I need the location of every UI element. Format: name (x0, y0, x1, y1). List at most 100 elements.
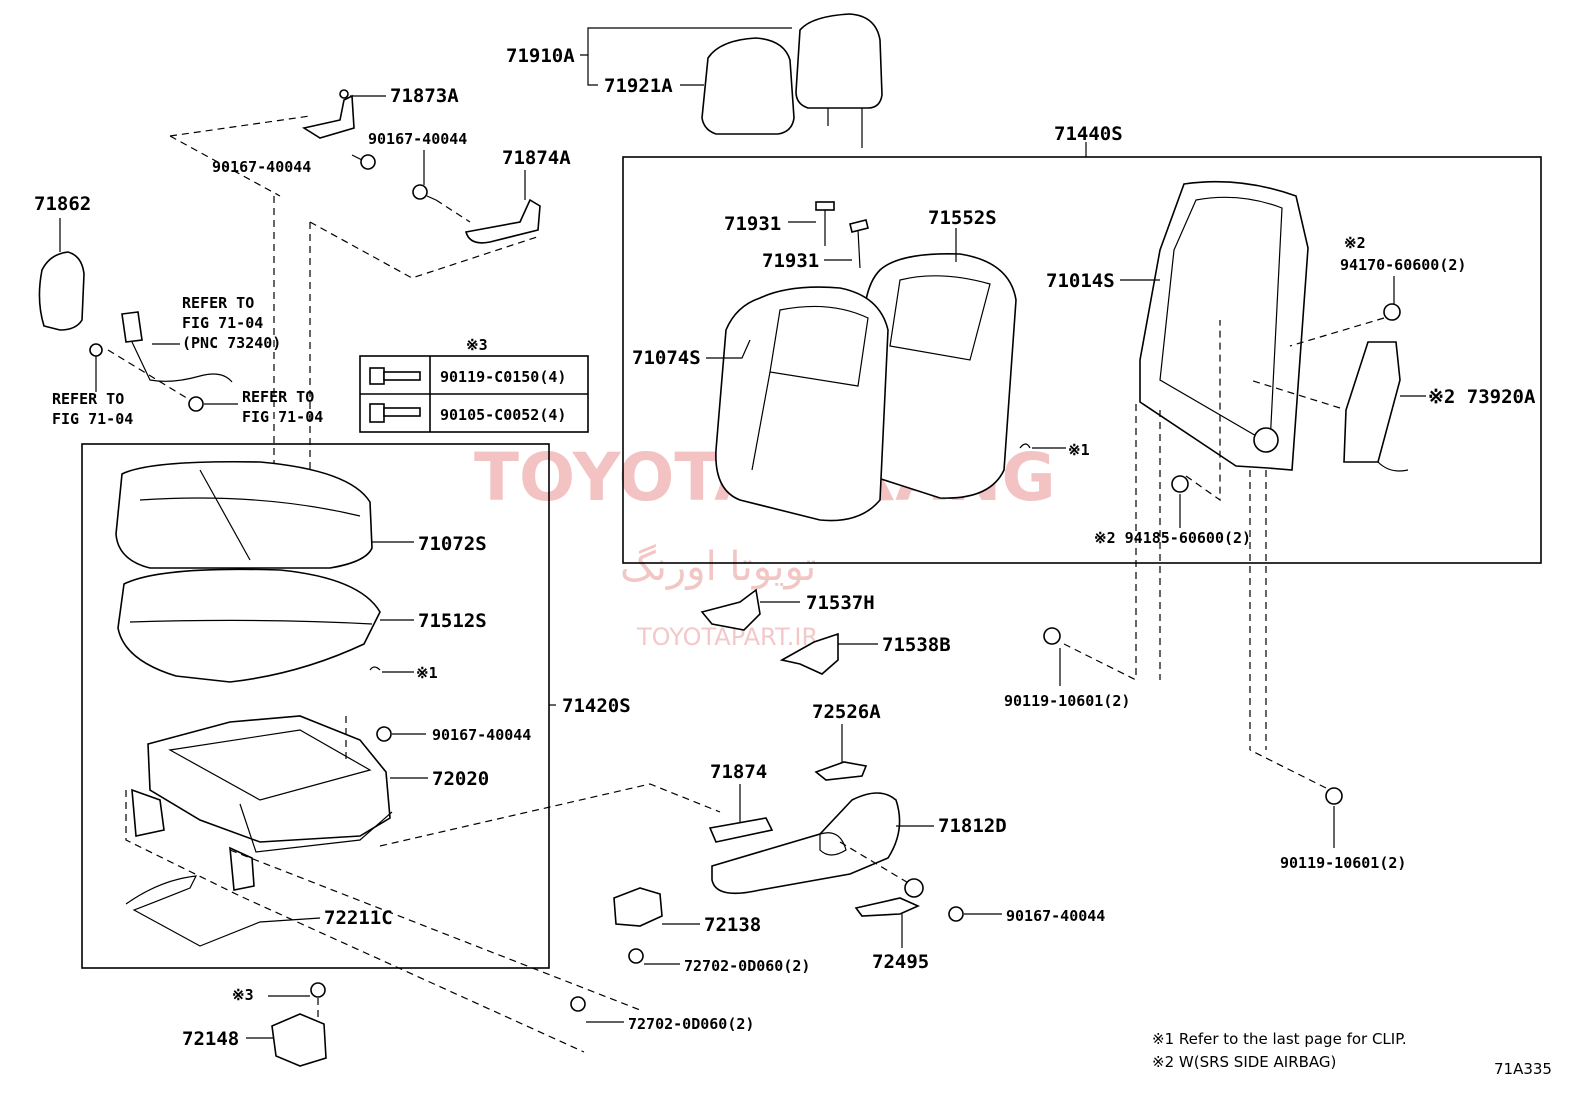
refer-fig-3-line2: FIG 71-04 (242, 408, 323, 426)
label-71420S: 71420S (562, 695, 631, 717)
label-71440S: 71440S (1054, 123, 1123, 145)
label-72138: 72138 (704, 914, 761, 936)
refer-fig-2-line2: FIG 71-04 (52, 410, 133, 428)
label-71552S: 71552S (928, 207, 997, 229)
knob-icon (904, 878, 924, 898)
bolt-icon (310, 982, 326, 998)
nut-icon (89, 343, 103, 357)
bolt-icon (412, 184, 428, 200)
label-71862: 71862 (34, 193, 91, 215)
footnote-1: ※1 Refer to the last page for CLIP. (1152, 1030, 1407, 1048)
cushion-pad-71512S (117, 568, 381, 683)
buckle-group (38, 218, 238, 412)
cover-72495 (854, 897, 920, 917)
nut-icon (188, 396, 204, 412)
shield-71812D (711, 792, 901, 895)
label-72211C: 72211C (324, 907, 393, 929)
label-clip1-top: ※1 (1068, 441, 1090, 459)
cover-71538B (779, 632, 839, 675)
label-72148: 72148 (182, 1028, 239, 1050)
label-94170-60600: 94170-60600(2) (1340, 256, 1466, 274)
watermark-persian: تویوتا اورنگ (620, 544, 816, 590)
label-71538B: 71538B (882, 634, 951, 656)
label-71014S: 71014S (1046, 270, 1115, 292)
headrest-group (580, 13, 883, 148)
rail-bracket (131, 788, 165, 837)
cushion-assembly-frame (81, 443, 550, 969)
bolt-icon (948, 906, 964, 922)
refer-fig-3-line1: REFER TO (242, 388, 314, 406)
clip-icon (369, 666, 381, 671)
pin-71931-b (824, 219, 869, 269)
label-clip1-bottom: ※1 (416, 664, 438, 682)
label-73920A: ※2 73920A (1428, 386, 1536, 408)
refer-fig-1-line3: (PNC 73240) (182, 334, 281, 352)
label-71072S: 71072S (418, 533, 487, 555)
label-90119-10601-a: 90119-10601(2) (1004, 692, 1130, 710)
label-94185-60600: ※2 94185-60600(2) (1094, 529, 1251, 547)
bolt-icon (369, 367, 421, 385)
seatback-group (706, 142, 1426, 750)
bolt-icon (628, 948, 644, 964)
bolt-icon (376, 726, 392, 742)
bracket-72138 (613, 887, 663, 927)
label-90167-40044-c: 90167-40044 (432, 726, 531, 744)
label-mark3-bottom: ※3 (232, 986, 254, 1004)
table-mark: ※3 (466, 336, 488, 354)
rail-bracket (229, 846, 255, 891)
table-row-1: 90119-C0150(4) (440, 368, 566, 386)
bracket-72148-group (246, 982, 327, 1067)
label-71931-a: 71931 (724, 213, 781, 235)
cover-72526A (814, 761, 868, 781)
cushion-group (115, 460, 721, 1053)
table-row-2: 90105-C0052(4) (440, 406, 566, 424)
side-airbag-73920A (1343, 341, 1401, 463)
label-71074S: 71074S (632, 347, 701, 369)
seatback-frame-71014S (1139, 180, 1309, 471)
bolt-icon (369, 403, 421, 423)
cushion-cover-71072S (115, 460, 373, 569)
refer-fig-1-line1: REFER TO (182, 294, 254, 312)
nut-icon (1171, 475, 1189, 493)
label-71537H: 71537H (806, 592, 875, 614)
bolt-icon (1325, 787, 1343, 805)
label-90167-40044-b: 90167-40044 (212, 158, 311, 176)
headrest-front (701, 37, 795, 135)
refer-fig-2-line1: REFER TO (52, 390, 124, 408)
label-72495: 72495 (872, 951, 929, 973)
recliner-icon (1253, 427, 1279, 453)
label-71874: 71874 (710, 761, 767, 783)
label-71931-b: 71931 (762, 250, 819, 272)
cover-71862 (38, 251, 85, 331)
bolt-icon (570, 996, 586, 1012)
bracket-71874A (464, 198, 541, 244)
bolt-table (359, 355, 589, 433)
bracket-72148 (271, 1013, 327, 1067)
label-72020: 72020 (432, 768, 489, 790)
label-71874A: 71874A (502, 147, 571, 169)
label-note2-top: ※2 (1344, 234, 1366, 252)
label-90167-40044-a: 90167-40044 (368, 130, 467, 148)
label-72702-0D060-b: 72702-0D060(2) (628, 1015, 754, 1033)
refer-fig-1-line2: FIG 71-04 (182, 314, 263, 332)
nut-icon (1383, 303, 1401, 321)
watermark-site: TOYOTAPART.IR (636, 623, 818, 651)
label-72526A: 72526A (812, 701, 881, 723)
belt-buckle (121, 311, 143, 343)
seatback-assembly-frame (622, 156, 1542, 564)
bolt-icon (360, 154, 376, 170)
seatback-cover-71074S (715, 286, 889, 522)
bolt-icon (1043, 627, 1061, 645)
label-71812D: 71812D (938, 815, 1007, 837)
footnote-2: ※2 W(SRS SIDE AIRBAG) (1152, 1053, 1336, 1071)
bracket-71873A (301, 94, 355, 139)
cover-71537H (700, 588, 761, 631)
label-90167-40044-d: 90167-40044 (1006, 907, 1105, 925)
label-71873A: 71873A (390, 85, 459, 107)
cover-71874 (708, 817, 774, 843)
label-90119-10601-b: 90119-10601(2) (1280, 854, 1406, 872)
headrest-rear (795, 13, 883, 109)
clip-icon (1019, 443, 1031, 449)
wire-72211C (125, 875, 321, 947)
